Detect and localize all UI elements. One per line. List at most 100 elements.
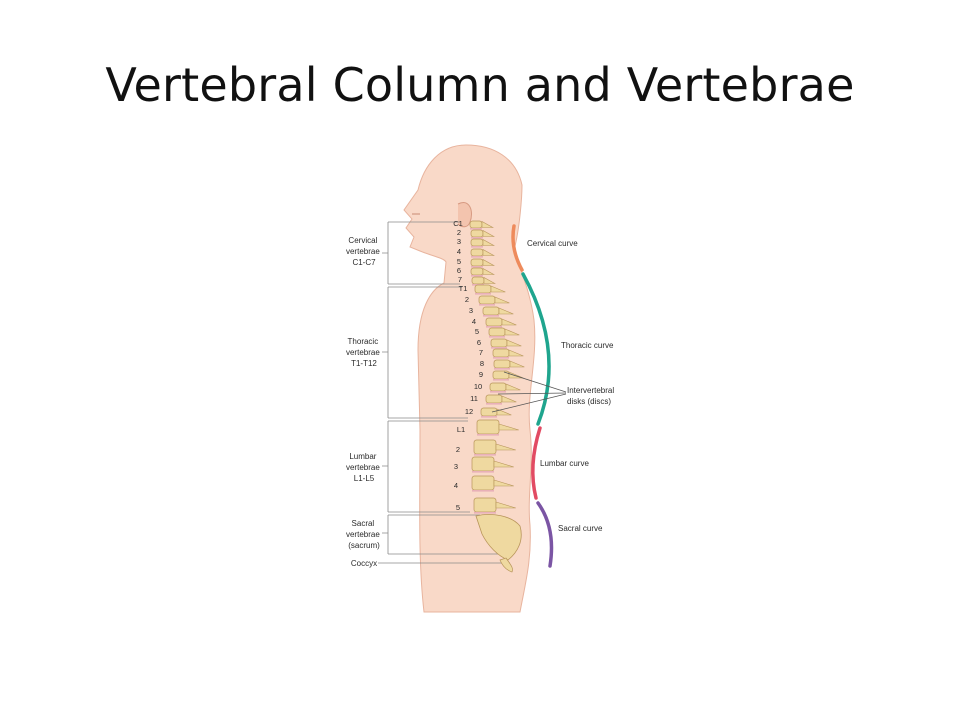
sacrum-bone xyxy=(475,514,522,561)
disc-thoracic-5 xyxy=(489,336,505,338)
spinous-process-thoracic-10 xyxy=(505,383,521,391)
cervical-region-line-2: vertebrae xyxy=(346,247,380,256)
spinous-process-thoracic-9 xyxy=(508,371,524,379)
spinous-process-thoracic-2 xyxy=(494,296,510,304)
spinous-process-thoracic-4 xyxy=(501,318,517,326)
discs-label-line-2: disks (discs) xyxy=(567,397,611,406)
vertebra-thoracic-5 xyxy=(488,327,506,337)
coccyx-label: Coccyx xyxy=(351,559,377,568)
disc-cervical-4 xyxy=(471,256,483,258)
sacral-region-line-2: vertebrae xyxy=(346,530,380,539)
vertebra-label-thoracic-4: 4 xyxy=(472,317,476,326)
vertebra-cervical-2 xyxy=(470,229,484,238)
disc-thoracic-12 xyxy=(481,416,497,418)
sacral-curve-arc xyxy=(536,501,554,568)
disc-thoracic-11 xyxy=(486,403,502,405)
vertebra-thoracic-11 xyxy=(485,394,503,404)
disc-cervical-3 xyxy=(471,246,483,248)
spinous-process-lumbar-1 xyxy=(498,423,519,431)
vertebra-thoracic-10 xyxy=(489,382,507,392)
spinous-process-thoracic-11 xyxy=(501,395,517,403)
vertebra-thoracic-12 xyxy=(480,407,498,417)
spinous-process-lumbar-4 xyxy=(493,479,514,487)
vertebra-label-thoracic-7: 7 xyxy=(479,348,483,357)
disc-cervical-6 xyxy=(471,275,483,277)
spinous-process-thoracic-12 xyxy=(496,408,512,416)
disc-cervical-2 xyxy=(471,237,483,239)
cervical-region-line-1: Cervical xyxy=(348,236,377,245)
vertebra-label-cervical-1: C1 xyxy=(453,219,463,228)
vertebra-cervical-4 xyxy=(470,248,484,257)
spinous-process-cervical-2 xyxy=(482,229,495,237)
disc-cervical-5 xyxy=(471,266,483,268)
vertebra-label-thoracic-12: 12 xyxy=(465,407,473,416)
thoracic-curve-label: Thoracic curve xyxy=(561,341,614,350)
lumbar-region-line-3: L1-L5 xyxy=(354,474,375,483)
spinous-process-cervical-5 xyxy=(482,258,495,266)
disc-thoracic-6 xyxy=(491,347,507,349)
disc-cervical-1 xyxy=(470,228,482,230)
disc-thoracic-1 xyxy=(475,293,491,295)
vertebra-label-lumbar-2: 2 xyxy=(456,445,460,454)
slide-title: Vertebral Column and Vertebrae xyxy=(105,58,855,112)
spinous-process-lumbar-5 xyxy=(495,501,516,509)
cervical-curve-label: Cervical curve xyxy=(527,239,578,248)
disc-thoracic-2 xyxy=(479,304,495,306)
thoracic-region-line-3: T1-T12 xyxy=(351,359,377,368)
vertebra-label-thoracic-9: 9 xyxy=(479,370,483,379)
disc-lumbar-1 xyxy=(477,434,499,436)
vertebra-label-cervical-3: 3 xyxy=(457,237,461,246)
vertebra-label-thoracic-1: T1 xyxy=(459,284,468,293)
spinous-process-lumbar-2 xyxy=(495,443,516,451)
vertebra-cervical-1 xyxy=(469,220,483,229)
thoracic-region-line-2: vertebrae xyxy=(346,348,380,357)
spinal-column xyxy=(469,220,525,573)
cervical-curve-arc xyxy=(511,224,524,272)
disc-lumbar-3 xyxy=(472,471,494,473)
vertebra-thoracic-7 xyxy=(492,348,510,358)
lumbar-curve-arc xyxy=(531,426,542,500)
sacral-curve-label: Sacral curve xyxy=(558,524,603,533)
vertebra-thoracic-9 xyxy=(492,370,510,380)
disc-thoracic-10 xyxy=(490,391,506,393)
vertebra-label-cervical-6: 6 xyxy=(457,266,461,275)
lumbar-curve-label: Lumbar curve xyxy=(540,459,589,468)
vertebra-label-thoracic-5: 5 xyxy=(475,327,479,336)
sacral-region-line-3: (sacrum) xyxy=(348,541,380,550)
vertebra-cervical-6 xyxy=(470,267,484,276)
vertebra-label-cervical-4: 4 xyxy=(457,247,461,256)
vertebra-label-cervical-2: 2 xyxy=(457,228,461,237)
spinous-process-cervical-1 xyxy=(481,220,494,228)
vertebra-label-cervical-7: 7 xyxy=(458,275,462,284)
spinous-process-thoracic-7 xyxy=(508,349,524,357)
spinous-process-thoracic-5 xyxy=(504,328,520,336)
thoracic-curve-arc xyxy=(521,272,551,426)
thoracic-region-label: Thoracic vertebrae T1-T12 xyxy=(346,337,382,368)
vertebra-label-lumbar-1: L1 xyxy=(457,425,465,434)
lumbar-region-label: Lumbar vertebrae L1-L5 xyxy=(346,452,382,483)
cervical-region-line-3: C1-C7 xyxy=(352,258,376,267)
vertebra-cervical-5 xyxy=(470,258,484,267)
vertebra-lumbar-5 xyxy=(473,497,497,513)
disc-pointer-lines xyxy=(491,371,567,413)
vertebra-lumbar-2 xyxy=(473,439,497,455)
lumbar-region-line-2: vertebrae xyxy=(346,463,380,472)
vertebra-label-thoracic-11: 11 xyxy=(470,394,478,403)
intervertebral-discs-label: Intervertebral disks (discs) xyxy=(567,386,616,406)
vertebra-label-thoracic-3: 3 xyxy=(469,306,473,315)
disc-thoracic-7 xyxy=(493,357,509,359)
thoracic-region-line-1: Thoracic xyxy=(348,337,379,346)
disc-lumbar-5 xyxy=(474,512,496,514)
vertebra-label-cervical-5: 5 xyxy=(457,257,461,266)
disc-lumbar-4 xyxy=(472,490,494,492)
disc-thoracic-9 xyxy=(493,379,509,381)
vertebra-label-thoracic-8: 8 xyxy=(480,359,484,368)
vertebra-thoracic-3 xyxy=(482,306,500,316)
disc-thoracic-4 xyxy=(486,326,502,328)
spinous-process-cervical-4 xyxy=(482,248,495,256)
vertebra-label-thoracic-10: 10 xyxy=(474,382,482,391)
region-brackets xyxy=(378,221,510,564)
spinous-process-lumbar-3 xyxy=(493,460,514,468)
